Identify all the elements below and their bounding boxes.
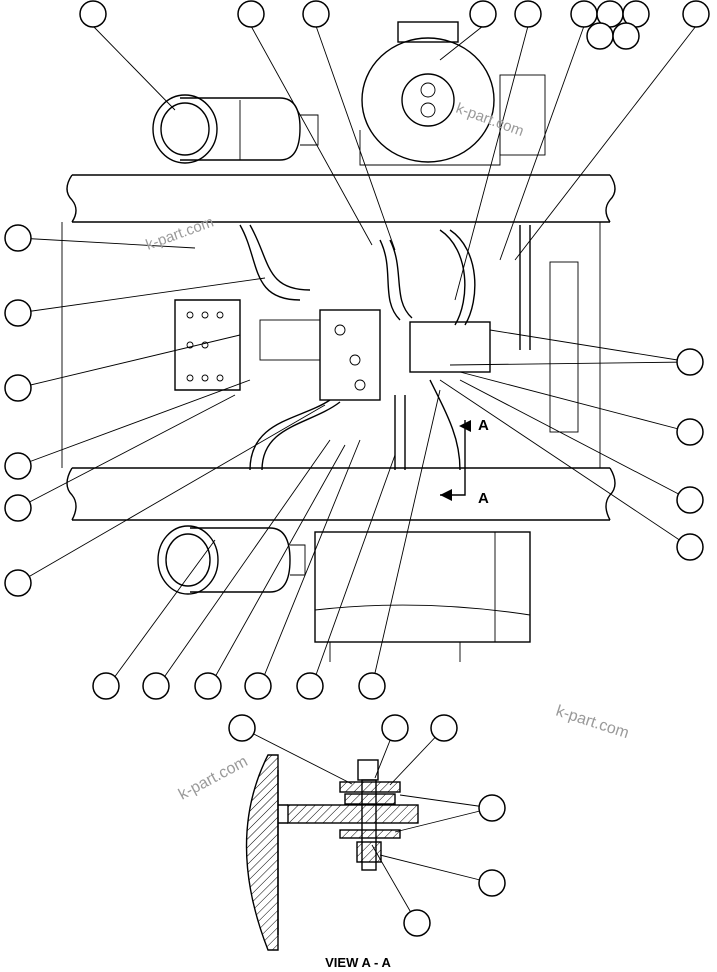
watermark: k-part.com [554, 703, 631, 743]
watermark: k-part.com [454, 100, 526, 140]
right-side-box [549, 261, 579, 433]
view-label: VIEW A - A [325, 955, 391, 970]
left-mount-plate [174, 299, 241, 391]
leader-lines-main [17, 25, 697, 687]
callout-balloons-main [4, 0, 710, 700]
upper-frame-rail [66, 174, 616, 223]
valve-block [259, 309, 491, 401]
section-marker: A A [440, 417, 489, 507]
section-mark-lower: A [478, 490, 489, 507]
section-mark-upper: A [478, 417, 489, 434]
main-assembly: A A [4, 0, 710, 700]
lower-tank [314, 531, 531, 662]
watermark: k-part.com [144, 214, 216, 254]
view-a-a: VIEW A - A [228, 714, 506, 970]
lower-left-cylinder [157, 525, 306, 595]
lower-frame-rail [66, 467, 616, 521]
upper-left-cylinder [152, 94, 319, 164]
watermark: k-part.com [176, 753, 251, 803]
hoses [239, 224, 531, 471]
motor-drum [359, 21, 546, 166]
